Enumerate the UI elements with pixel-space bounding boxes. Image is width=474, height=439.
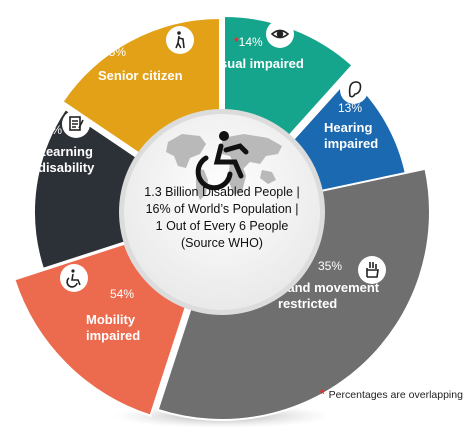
ear-icon (348, 81, 362, 98)
center-disc (124, 114, 320, 310)
center-headline: 1.3 Billion Disabled People | 16% of Worl… (144, 185, 299, 250)
slice-category-label: Senior citizen (98, 68, 183, 83)
slice-percent-label: 54% (110, 287, 134, 301)
wheelchair-icon (66, 269, 81, 288)
elderly-person-icon (175, 31, 185, 49)
footnote: *Percentages are overlapping (320, 387, 463, 401)
center-text-line: (Source WHO) (181, 236, 263, 250)
center-text-line: 16% of World’s Population | (146, 202, 299, 216)
slice-percent-label: 35% (318, 259, 342, 273)
slice-percent-label: 15% (102, 45, 126, 59)
icon-badge (166, 26, 194, 54)
world-map-icon (166, 134, 282, 200)
eye-icon (270, 29, 290, 39)
hand-icon (366, 262, 379, 278)
icon-badge (60, 264, 88, 292)
slice-percent-label: *14% (234, 35, 263, 49)
center-text-line: 1 Out of Every 6 People (156, 219, 289, 233)
slice-percent-label: 13% (338, 101, 362, 115)
slice-percent-label: 20% (38, 123, 62, 137)
accessibility-wheelchair-icon (195, 131, 249, 191)
icon-badge (340, 76, 368, 104)
notepad-icon (69, 116, 84, 131)
center-text-line: 1.3 Billion Disabled People | (144, 185, 299, 199)
center-text-block: 1.3 Billion Disabled People | 16% of Worl… (144, 185, 299, 250)
footnote-text: *Percentages are overlapping (320, 387, 463, 401)
slice-category-label: Visual impaired (208, 56, 304, 71)
slice-group: *14% Visual impaired (208, 14, 354, 139)
